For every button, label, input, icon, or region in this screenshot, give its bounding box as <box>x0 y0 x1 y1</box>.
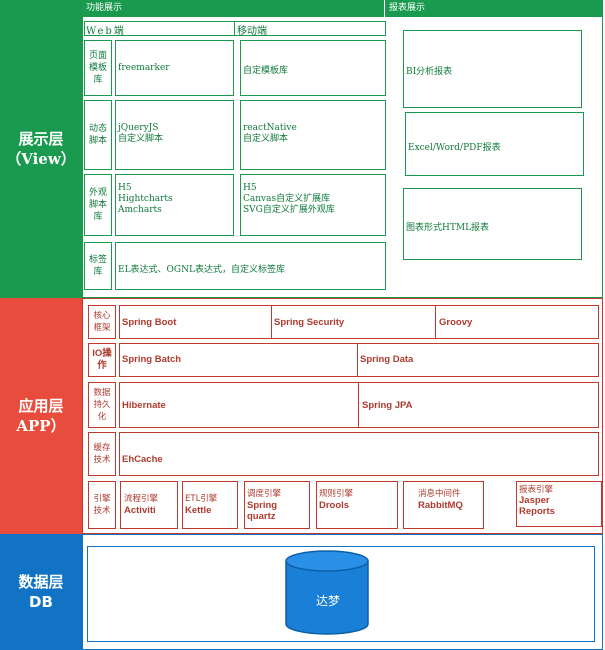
report-bi-box: BI分析报表 <box>403 30 582 108</box>
io-side: IO操 作 <box>88 343 116 377</box>
core-divider-2 <box>435 305 436 339</box>
io-box <box>119 343 599 377</box>
core-item-spring-security: Spring Security <box>274 317 345 328</box>
template-web-text: freemarker <box>118 63 170 73</box>
report-header: 报表展示 <box>384 0 603 17</box>
view-layer-title: 展示层 （View） <box>6 130 76 168</box>
script-web-box: jQueryJS 自定义脚本 <box>115 100 234 170</box>
engine-drools-name: Drools <box>319 500 350 511</box>
engine-kettle-caption: ETL引擎 <box>185 494 218 504</box>
script-web-text: jQueryJS 自定义脚本 <box>118 123 164 144</box>
look-web-box: H5 Hightcharts Amcharts <box>115 174 234 236</box>
look-mobile-box: H5 Canvas自定义扩展库 SVG自定义扩展外观库 <box>240 174 386 236</box>
report-office-box: Excel/Word/PDF报表 <box>405 112 584 176</box>
engine-rabbitmq-box: 消息中间件 RabbitMQ <box>403 481 484 529</box>
io-item-spring-data: Spring Data <box>360 354 414 365</box>
engine-side: 引擎 技术 <box>88 481 116 529</box>
web-header-frame <box>84 21 386 36</box>
view-layer-band: 展示层 （View） <box>0 0 82 298</box>
database-cylinder-icon <box>285 550 369 635</box>
db-layer-band: 数据层 DB <box>0 534 82 650</box>
look-mobile-text: H5 Canvas自定义扩展库 SVG自定义扩展外观库 <box>243 183 335 215</box>
engine-drools-box: 规则引擎 Drools <box>316 481 398 529</box>
cache-box <box>119 432 599 476</box>
report-bi-text: BI分析报表 <box>406 67 453 77</box>
engine-jasper-caption: 报表引擎 <box>519 485 554 495</box>
template-side: 页面 模板 库 <box>84 40 112 96</box>
template-web-box: freemarker <box>115 40 234 96</box>
mobile-header: 移动端 <box>237 26 267 37</box>
engine-jasper-box: 报表引擎 Jasper Reports <box>516 481 602 527</box>
persist-divider <box>358 382 359 428</box>
cache-item-ehcache: EhCache <box>122 454 163 465</box>
look-web-text: H5 Hightcharts Amcharts <box>118 183 173 215</box>
engine-jasper-name: Jasper Reports <box>519 495 555 517</box>
engine-activiti-name: Activiti <box>124 505 156 516</box>
core-side: 核心 框架 <box>88 305 116 339</box>
template-mobile-text: 自定模板库 <box>243 66 289 76</box>
persist-item-hibernate: Hibernate <box>122 400 166 411</box>
script-mobile-box: reactNative 自定义脚本 <box>240 100 386 170</box>
report-html-box: 图表形式HTML报表 <box>403 188 582 260</box>
core-item-groovy: Groovy <box>439 317 473 328</box>
engine-drools-caption: 规则引擎 <box>319 489 354 499</box>
engine-activiti-box: 流程引擎 Activiti <box>120 481 178 529</box>
web-mobile-divider <box>234 21 235 36</box>
engine-activiti-caption: 流程引擎 <box>124 494 159 504</box>
persist-box <box>119 382 599 428</box>
core-divider-1 <box>271 305 272 339</box>
report-office-text: Excel/Word/PDF报表 <box>408 143 501 153</box>
io-item-spring-batch: Spring Batch <box>122 354 182 365</box>
db-inner-frame <box>87 546 595 642</box>
script-side: 动态 脚本 <box>84 100 112 170</box>
io-divider <box>357 343 358 377</box>
database-label: 达梦 <box>316 594 341 608</box>
tag-side: 标签 库 <box>84 242 112 290</box>
persist-side: 数据 持久 化 <box>88 382 116 428</box>
engine-quartz-caption: 调度引擎 <box>247 489 282 499</box>
engine-kettle-box: ETL引擎 Kettle <box>182 481 238 529</box>
app-layer-frame <box>82 298 603 534</box>
engine-kettle-name: Kettle <box>185 505 212 516</box>
app-layer-title: 应用层 APP） <box>16 397 66 435</box>
script-mobile-text: reactNative 自定义脚本 <box>243 123 297 144</box>
report-html-text: 图表形式HTML报表 <box>406 223 490 233</box>
cache-side: 缓存 技术 <box>88 432 116 476</box>
core-box <box>119 305 599 339</box>
engine-rabbitmq-caption: 消息中间件 <box>418 489 461 499</box>
engine-rabbitmq-name: RabbitMQ <box>418 500 463 511</box>
tag-text: EL表达式、OGNL表达式，自定义标签库 <box>118 265 285 275</box>
db-layer-title: 数据层 DB <box>18 573 64 611</box>
engine-quartz-name: Spring quartz <box>247 500 278 522</box>
app-layer-band: 应用层 APP） <box>0 298 82 534</box>
web-header: Web端 <box>86 26 126 37</box>
tag-box: EL表达式、OGNL表达式，自定义标签库 <box>115 242 386 290</box>
engine-quartz-box: 调度引擎 Spring quartz <box>244 481 310 529</box>
template-mobile-box: 自定模板库 <box>240 40 386 96</box>
look-side: 外观 脚本 库 <box>84 174 112 236</box>
persist-item-spring-jpa: Spring JPA <box>362 400 413 411</box>
func-header: 功能展示 <box>82 0 384 17</box>
core-item-spring-boot: Spring Boot <box>122 317 177 328</box>
